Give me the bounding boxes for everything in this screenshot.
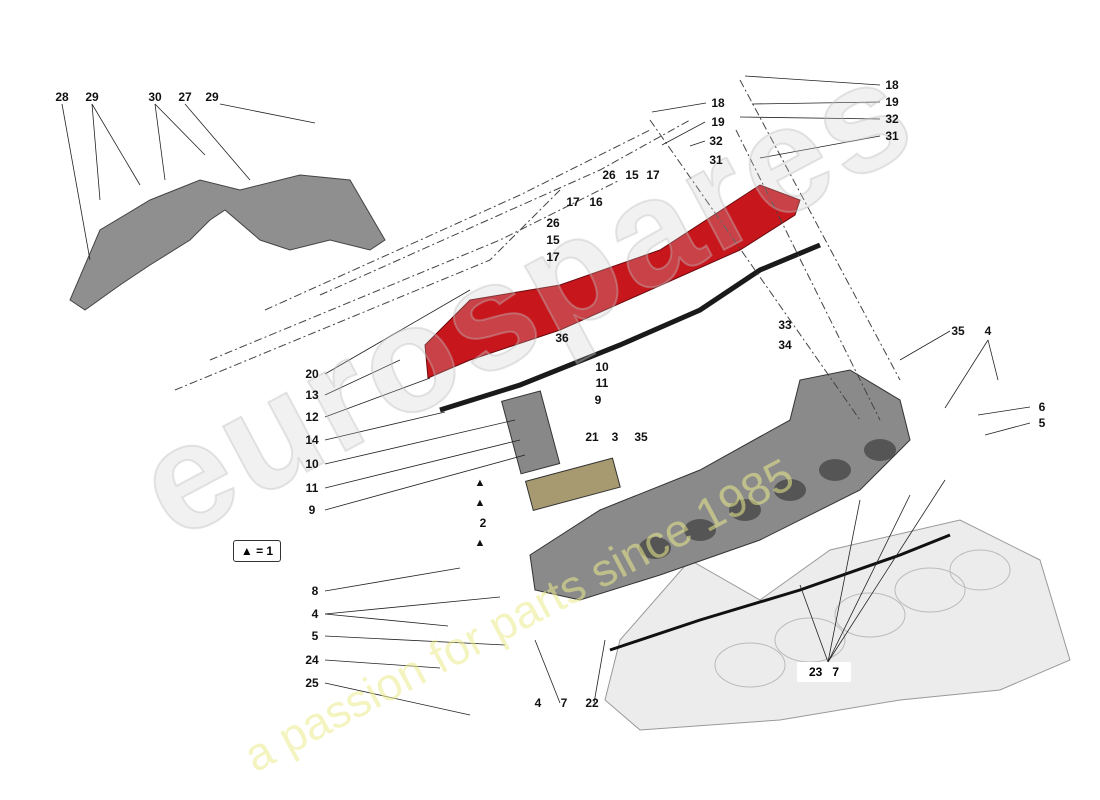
heat-shield (69, 174, 386, 311)
leader-lines (61, 75, 1031, 716)
callout-23-7: 23 7 (797, 662, 851, 682)
part-label[interactable]: 23 (808, 665, 823, 679)
valve-cover (424, 184, 801, 379)
part-label[interactable]: 10 (595, 360, 609, 374)
part-label[interactable]: 32 (885, 112, 899, 126)
head-gasket (609, 533, 951, 652)
part-label[interactable]: 21 (585, 430, 599, 444)
part-label[interactable]: 11 (305, 481, 319, 495)
part-label[interactable]: 16 (589, 195, 603, 209)
part-label[interactable]: 9 (308, 503, 316, 517)
triangle-marker: ▲ (474, 537, 486, 549)
part-label[interactable]: 20 (305, 367, 319, 381)
part-label[interactable]: 7 (832, 665, 840, 679)
part-label[interactable]: 6 (1038, 400, 1046, 414)
part-label[interactable]: 2 (479, 516, 487, 530)
part-label[interactable]: 26 (602, 168, 616, 182)
part-label[interactable]: 5 (1038, 416, 1046, 430)
head-ports (639, 439, 896, 559)
part-label[interactable]: 5 (311, 629, 319, 643)
part-label[interactable]: 24 (305, 653, 319, 667)
part-label[interactable]: 34 (778, 338, 792, 352)
part-label[interactable]: 4 (311, 607, 319, 621)
part-label[interactable]: 9 (594, 393, 602, 407)
part-label[interactable]: 31 (885, 129, 899, 143)
part-label[interactable]: 32 (709, 134, 723, 148)
part-label[interactable]: 27 (178, 90, 192, 104)
part-label[interactable]: 29 (85, 90, 99, 104)
part-label[interactable]: 7 (560, 696, 568, 710)
triangle-marker: ▲ (474, 477, 486, 489)
cylinder-head (529, 369, 911, 601)
cam-bracket (524, 457, 621, 511)
part-label[interactable]: 17 (566, 195, 580, 209)
part-label[interactable]: 35 (951, 324, 965, 338)
legend-box: ▲ = 1 (233, 540, 281, 562)
part-label[interactable]: 15 (625, 168, 639, 182)
part-label[interactable]: 11 (595, 376, 609, 390)
part-label[interactable]: 4 (534, 696, 542, 710)
part-label[interactable]: 22 (585, 696, 599, 710)
cam-solenoid (501, 390, 561, 475)
part-label[interactable]: 12 (305, 410, 319, 424)
part-label[interactable]: 18 (885, 78, 899, 92)
part-label[interactable]: 19 (711, 115, 725, 129)
part-label[interactable]: 18 (711, 96, 725, 110)
part-label[interactable]: 3 (611, 430, 619, 444)
part-label[interactable]: 8 (311, 584, 319, 598)
part-label[interactable]: 26 (546, 216, 560, 230)
part-label[interactable]: 4 (984, 324, 992, 338)
part-label[interactable]: 25 (305, 676, 319, 690)
cover-gasket (439, 242, 821, 413)
part-label[interactable]: 10 (305, 457, 319, 471)
part-label[interactable]: 30 (148, 90, 162, 104)
part-label[interactable]: 14 (305, 433, 319, 447)
part-label[interactable]: 17 (646, 168, 660, 182)
part-label[interactable]: 28 (55, 90, 69, 104)
part-label[interactable]: 36 (555, 331, 569, 345)
part-label[interactable]: 19 (885, 95, 899, 109)
triangle-marker: ▲ (474, 497, 486, 509)
part-label[interactable]: 31 (709, 153, 723, 167)
assembly-lines (174, 79, 901, 421)
part-label[interactable]: 15 (546, 233, 560, 247)
part-label[interactable]: 35 (634, 430, 648, 444)
part-label[interactable]: 17 (546, 250, 560, 264)
part-label[interactable]: 33 (778, 318, 792, 332)
part-label[interactable]: 29 (205, 90, 219, 104)
part-label[interactable]: 13 (305, 388, 319, 402)
